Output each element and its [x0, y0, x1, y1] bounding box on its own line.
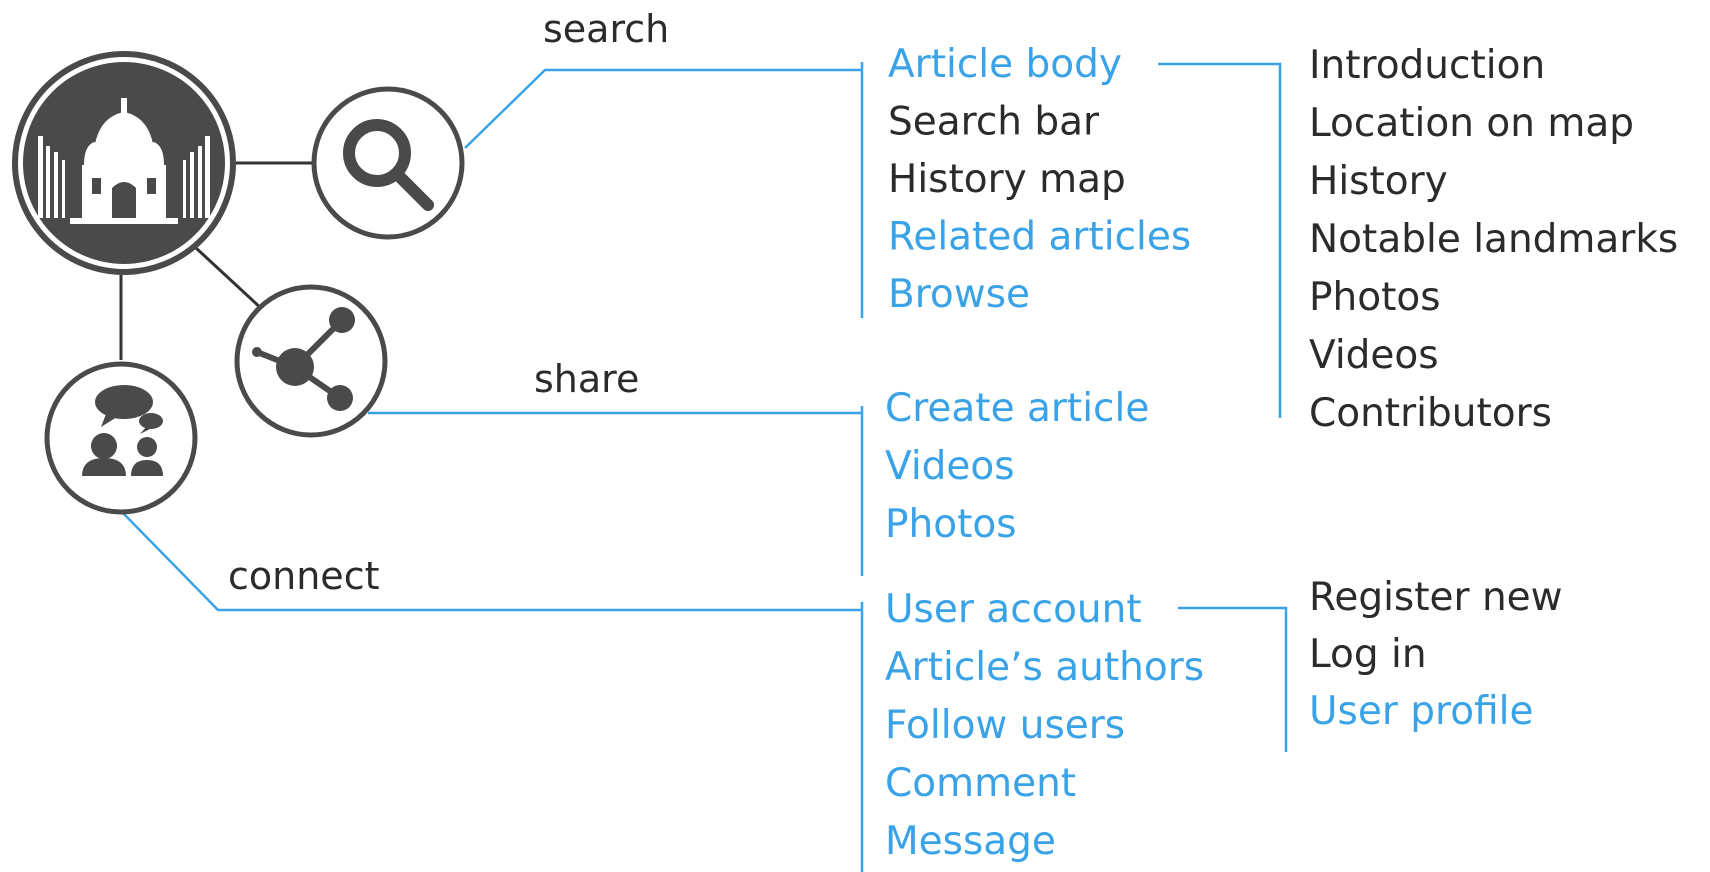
search-item-history-map: History map	[888, 157, 1126, 202]
hub-connectors	[119, 161, 317, 360]
account-item-register-new: Register new	[1309, 575, 1563, 620]
search-item-search-bar: Search bar	[888, 100, 1100, 145]
search-branch-line	[464, 68, 862, 149]
share-branch-label: share	[534, 357, 639, 401]
search-item-browse[interactable]: Browse	[888, 272, 1030, 317]
share-icon	[234, 284, 388, 438]
connect-branch-line	[121, 511, 862, 612]
monument-icon	[12, 51, 236, 275]
article-section-contributors: Contributors	[1309, 391, 1552, 436]
people-chat-icon	[44, 361, 198, 515]
connect-branch-label: connect	[228, 554, 379, 598]
connect-item-follow-users[interactable]: Follow users	[885, 703, 1125, 748]
connect-item-comment[interactable]: Comment	[885, 761, 1076, 806]
search-branch-label: search	[543, 7, 669, 51]
account-item-user-profile[interactable]: User profile	[1309, 689, 1533, 734]
search-item-related-articles[interactable]: Related articles	[888, 215, 1191, 260]
search-icon	[311, 86, 465, 240]
search-item-article-body[interactable]: Article body	[888, 42, 1122, 87]
connect-item-message[interactable]: Message	[885, 819, 1056, 864]
article-section-videos: Videos	[1309, 333, 1439, 378]
article-section-history: History	[1309, 159, 1448, 204]
tree-lines	[121, 62, 1288, 872]
hub-share-connector	[194, 246, 265, 312]
account-item-log-in: Log in	[1309, 632, 1427, 677]
share-item-photos[interactable]: Photos	[885, 502, 1017, 547]
article-section-photos: Photos	[1309, 275, 1441, 320]
article-body-link-line	[1158, 62, 1282, 418]
article-section-location-on-map: Location on map	[1309, 101, 1634, 146]
article-section-notable-landmarks: Notable landmarks	[1309, 217, 1678, 262]
user-account-link-line	[1178, 606, 1288, 752]
connect-item-user-account[interactable]: User account	[885, 587, 1142, 632]
article-section-introduction: Introduction	[1309, 43, 1545, 88]
share-item-create-article[interactable]: Create article	[885, 386, 1149, 431]
share-item-videos[interactable]: Videos	[885, 444, 1015, 489]
connect-item-article-s-authors[interactable]: Article’s authors	[885, 645, 1204, 690]
